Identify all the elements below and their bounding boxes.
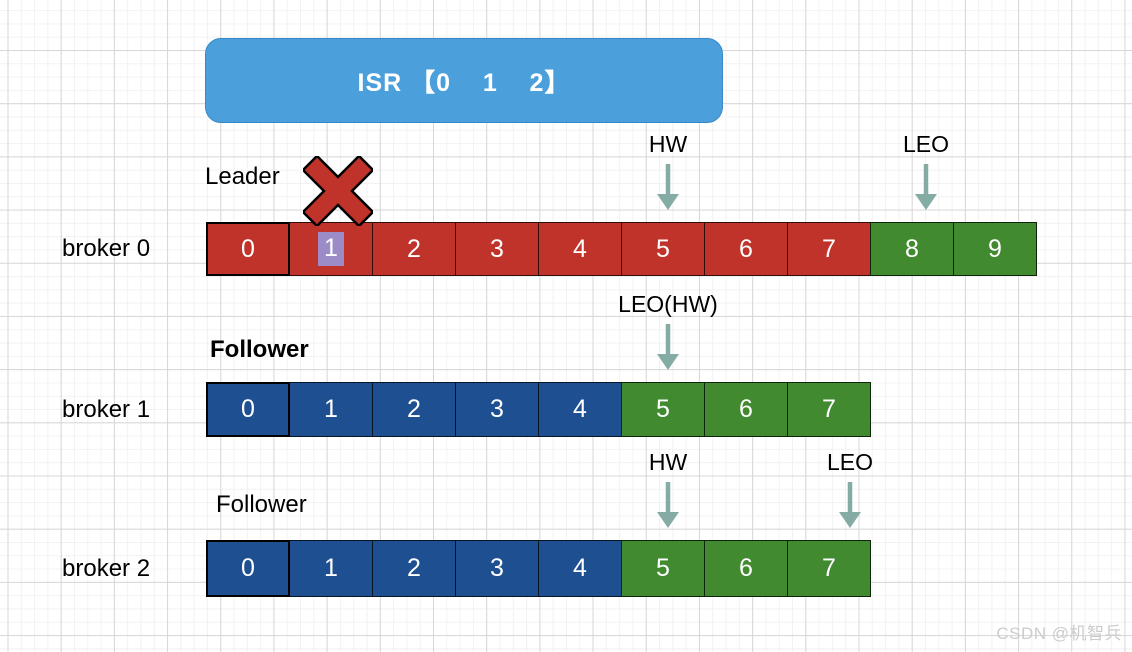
- cell-value: 9: [988, 234, 1002, 263]
- cell-value: 2: [407, 234, 421, 263]
- log-cell: 4: [538, 382, 622, 437]
- offset-marker: HW: [598, 448, 738, 528]
- down-arrow-icon: [657, 164, 679, 210]
- marker-label: LEO(HW): [618, 291, 718, 317]
- cell-value: 5: [656, 395, 670, 423]
- marker-label: HW: [648, 131, 688, 157]
- cell-value: 4: [573, 234, 587, 263]
- cell-value: 0: [241, 395, 255, 423]
- cell-value: 0: [241, 234, 255, 263]
- log-cell: 3: [455, 382, 539, 437]
- role-label: Follower: [216, 491, 307, 518]
- isr-box: ISR 【0 1 2】: [205, 38, 723, 123]
- broker-label: broker 0: [62, 235, 151, 262]
- offset-marker: LEO: [780, 448, 920, 528]
- cell-value: 3: [490, 554, 504, 582]
- cell-value: 0: [241, 554, 255, 582]
- log-cell: 6: [704, 382, 788, 437]
- log-cell: 3: [455, 540, 539, 597]
- offset-marker: LEO: [856, 130, 996, 210]
- log-cell: 2: [372, 222, 456, 276]
- marker-label: HW: [648, 449, 688, 475]
- log-cell: 4: [538, 540, 622, 597]
- log-cell: 1: [289, 540, 373, 597]
- broker-row: 0 1 2 3 4 5 6 7 8 9: [206, 222, 1037, 276]
- log-cell: 0: [206, 540, 290, 597]
- log-cell: 7: [787, 540, 871, 597]
- log-cell: 1: [289, 222, 373, 276]
- broker-row: 0 1 2 3 4 5 6 7: [206, 382, 871, 437]
- offset-marker: HW: [598, 130, 738, 210]
- log-cell: 0: [206, 382, 290, 437]
- down-arrow-icon: [839, 482, 861, 528]
- log-cell: 6: [704, 540, 788, 597]
- cell-value: 7: [822, 395, 836, 423]
- broker-row: 0 1 2 3 4 5 6 7: [206, 540, 871, 597]
- down-arrow-icon: [657, 482, 679, 528]
- cell-value: 2: [407, 395, 421, 423]
- cell-value: 6: [739, 234, 753, 263]
- marker-label: LEO: [902, 131, 950, 157]
- log-cell: 7: [787, 222, 871, 276]
- cell-value: 8: [905, 234, 919, 263]
- cell-value: 1: [324, 395, 338, 423]
- watermark: CSDN @机智兵: [996, 624, 1122, 643]
- log-cell: 5: [621, 382, 705, 437]
- down-arrow-icon: [657, 324, 679, 370]
- offset-highlight: 1: [318, 231, 344, 267]
- cross-out-icon: [303, 156, 373, 226]
- cell-value: 2: [407, 554, 421, 582]
- log-cell: 2: [372, 382, 456, 437]
- cell-value: 4: [573, 395, 587, 423]
- log-cell: 2: [372, 540, 456, 597]
- cell-value: 6: [739, 554, 753, 582]
- log-cell: 7: [787, 382, 871, 437]
- log-cell: 9: [953, 222, 1037, 276]
- log-cell: 3: [455, 222, 539, 276]
- cell-value: 4: [573, 554, 587, 582]
- isr-label: ISR 【0 1 2】: [357, 68, 571, 97]
- cell-value: 1: [324, 554, 338, 582]
- marker-label: LEO: [826, 449, 874, 475]
- cell-value: 3: [490, 395, 504, 423]
- role-label: Leader: [205, 163, 280, 190]
- role-label: Follower: [210, 336, 309, 363]
- broker-label: broker 1: [62, 395, 151, 423]
- cell-value: 5: [656, 234, 670, 263]
- cell-value: 6: [739, 395, 753, 423]
- log-cell: 6: [704, 222, 788, 276]
- down-arrow-icon: [915, 164, 937, 210]
- cell-value: 7: [822, 234, 836, 263]
- log-cell: 8: [870, 222, 954, 276]
- log-cell: 0: [206, 222, 290, 276]
- log-cell: 4: [538, 222, 622, 276]
- cell-value: 3: [490, 234, 504, 263]
- broker-label: broker 2: [62, 554, 151, 582]
- offset-marker: LEO(HW): [598, 290, 738, 370]
- log-cell: 1: [289, 382, 373, 437]
- log-cell: 5: [621, 222, 705, 276]
- cell-value: 7: [822, 554, 836, 582]
- cell-value: 5: [656, 554, 670, 582]
- log-cell: 5: [621, 540, 705, 597]
